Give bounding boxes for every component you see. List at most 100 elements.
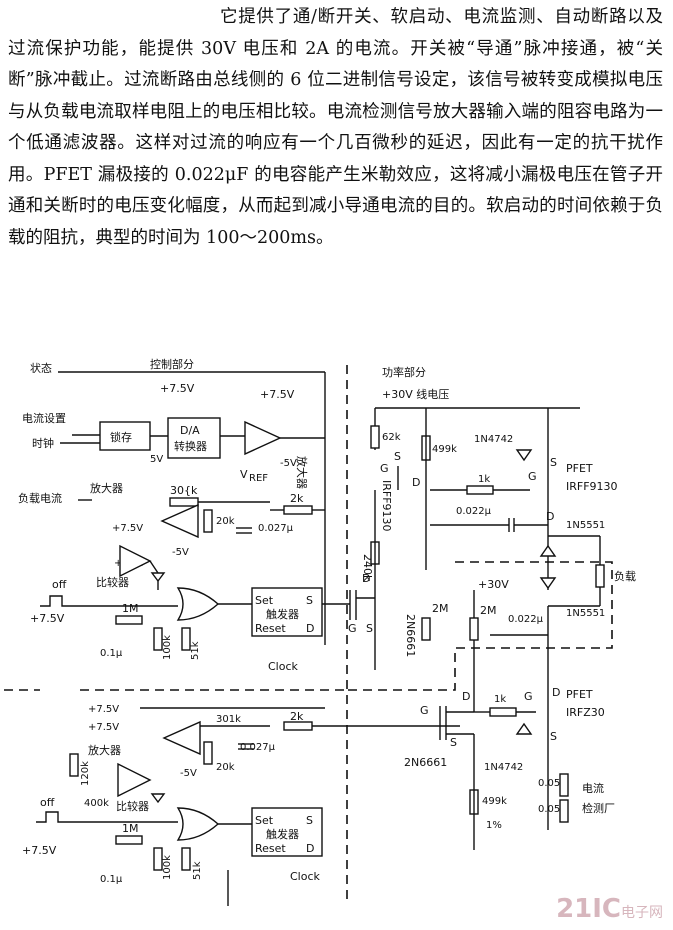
diode bbox=[150, 793, 166, 804]
current-set-label: 电流设置 bbox=[22, 411, 66, 425]
resistor-label: 400k bbox=[84, 798, 109, 809]
resistor-label: 2k bbox=[290, 492, 304, 505]
amplifier-label: 放大器 bbox=[90, 481, 123, 495]
d-pin-label: D bbox=[306, 622, 314, 635]
site-watermark: 21IC电子网 bbox=[556, 894, 663, 924]
clock-input-label: 时钟 bbox=[32, 436, 54, 450]
amplifier-label: 放大器 bbox=[88, 743, 121, 757]
clock-label: Clock bbox=[290, 870, 321, 883]
status-label: 状态 bbox=[30, 361, 52, 375]
source-label: S bbox=[550, 730, 557, 743]
nfet-model-label: 2N6661 bbox=[404, 756, 447, 769]
pfet-label: PFET bbox=[566, 688, 593, 701]
resistor-label: 499k bbox=[482, 796, 507, 807]
circuit-schematic: 状态 控制部分 +7.5V +7.5V 电流设置 时钟 锁存 5V D/A 转换… bbox=[4, 357, 636, 906]
capacitor-label: 0.022μ bbox=[508, 614, 544, 625]
comparator-2 bbox=[117, 762, 152, 798]
control-section-label: 控制部分 bbox=[150, 357, 194, 371]
resistor-label: 100k bbox=[162, 855, 173, 880]
sense-label: 电流 bbox=[582, 781, 604, 795]
resistor-label: 51k bbox=[190, 641, 201, 660]
resistor-label: 20k bbox=[216, 516, 235, 527]
load-label: 负载 bbox=[614, 569, 636, 583]
or-gate-2 bbox=[176, 807, 220, 841]
resistor-label: 120k bbox=[80, 761, 91, 786]
supply-label: -5V bbox=[172, 547, 189, 558]
supply-label: -5V bbox=[180, 768, 197, 779]
supply-label: +7.5V bbox=[260, 388, 295, 401]
trigger-label: 触发器 bbox=[266, 827, 299, 841]
capacitor-label: 0.1μ bbox=[100, 648, 123, 659]
diode bbox=[150, 572, 166, 583]
load-resistor bbox=[595, 564, 605, 588]
resistor-label: 499k bbox=[432, 444, 457, 455]
supply-label: +7.5V bbox=[22, 844, 57, 857]
capacitor-label: 0.022μ bbox=[456, 506, 492, 517]
latch-label: 锁存 bbox=[110, 430, 132, 444]
supply-label: -5V bbox=[280, 458, 297, 469]
paragraph-text: 它提供了通/断开关、软启动、电流监测、自动断路以及过流保护功能，能提供 30V … bbox=[8, 7, 663, 248]
capacitor-label: 0.027μ bbox=[258, 523, 294, 534]
resistor-label: 2M bbox=[480, 604, 497, 617]
d-pin-label: D bbox=[306, 842, 314, 855]
resistor-label: 100k bbox=[162, 635, 173, 660]
off-input-label: off bbox=[52, 578, 67, 591]
description-paragraph: 它提供了通/断开关、软启动、电流监测、自动断路以及过流保护功能，能提供 30V … bbox=[8, 2, 663, 254]
supply-label: +7.5V bbox=[30, 612, 65, 625]
resistor-label: 2k bbox=[290, 710, 304, 723]
watermark-logo: 21IC bbox=[556, 894, 621, 924]
buffer-amplifier bbox=[244, 420, 282, 456]
pfet-model-label: IRFF9130 bbox=[566, 480, 618, 493]
gate-label: G bbox=[528, 470, 537, 483]
zener-label: 1N4742 bbox=[484, 762, 523, 773]
vref-label: REF bbox=[249, 473, 268, 484]
dac-block bbox=[167, 417, 221, 459]
gate-label: G bbox=[380, 462, 389, 475]
pfet-label: PFET bbox=[566, 462, 593, 475]
zener-diode bbox=[515, 722, 533, 735]
resistor-label: 1k bbox=[494, 694, 506, 705]
source-label: S bbox=[366, 622, 373, 635]
watermark-sub: 电子网 bbox=[621, 905, 663, 921]
channel-divider-right bbox=[347, 561, 613, 691]
nfet-model-label: 2N6661 bbox=[404, 614, 417, 657]
zener-label: 1N4742 bbox=[474, 434, 513, 445]
resistor-label: 0.05 bbox=[538, 804, 560, 815]
off-input-label: off bbox=[40, 796, 55, 809]
dac-label: D/A bbox=[180, 424, 200, 437]
supply-label: +30V bbox=[478, 578, 509, 591]
amplifier-2 bbox=[162, 720, 201, 756]
amplifier-1 bbox=[160, 503, 199, 539]
or-gate-1 bbox=[176, 587, 220, 621]
trigger-block-2 bbox=[251, 807, 323, 857]
s-pin-label: S bbox=[306, 814, 313, 827]
diode-label: 1N5551 bbox=[566, 520, 605, 531]
diode bbox=[539, 577, 557, 590]
s-pin-label: S bbox=[306, 594, 313, 607]
capacitor-label: 0.027μ bbox=[240, 742, 276, 753]
off-pulse bbox=[40, 595, 72, 607]
supply-label: 5V bbox=[150, 454, 163, 465]
drain-label: D bbox=[552, 686, 560, 699]
gate-label: G bbox=[348, 622, 357, 635]
comparator-label: 比较器 bbox=[116, 799, 149, 813]
resistor-label: 301k bbox=[216, 714, 241, 725]
supply-label: +7.5V bbox=[112, 523, 143, 534]
source-label: S bbox=[450, 736, 457, 749]
fet-label: IRFF9130 bbox=[380, 480, 393, 532]
resistor-label: 0.05 bbox=[538, 778, 560, 789]
gate-label: G bbox=[420, 704, 429, 717]
source-label: S bbox=[394, 450, 401, 463]
sense-label: 检测厂 bbox=[582, 801, 615, 815]
resistor-label: 51k bbox=[192, 861, 203, 880]
reset-pin-label: Reset bbox=[255, 622, 286, 635]
supply-label: +7.5V bbox=[160, 382, 195, 395]
load-current-label: 负载电流 bbox=[18, 491, 62, 505]
resistor-label: 1M bbox=[122, 822, 139, 835]
pfet-model-label: IRFZ30 bbox=[566, 706, 605, 719]
drain-label: D bbox=[546, 510, 554, 523]
resistor-label: 20k bbox=[216, 762, 235, 773]
drain-label: D bbox=[462, 690, 470, 703]
diode-label: 1N5551 bbox=[566, 608, 605, 619]
zener-diode bbox=[515, 449, 533, 462]
